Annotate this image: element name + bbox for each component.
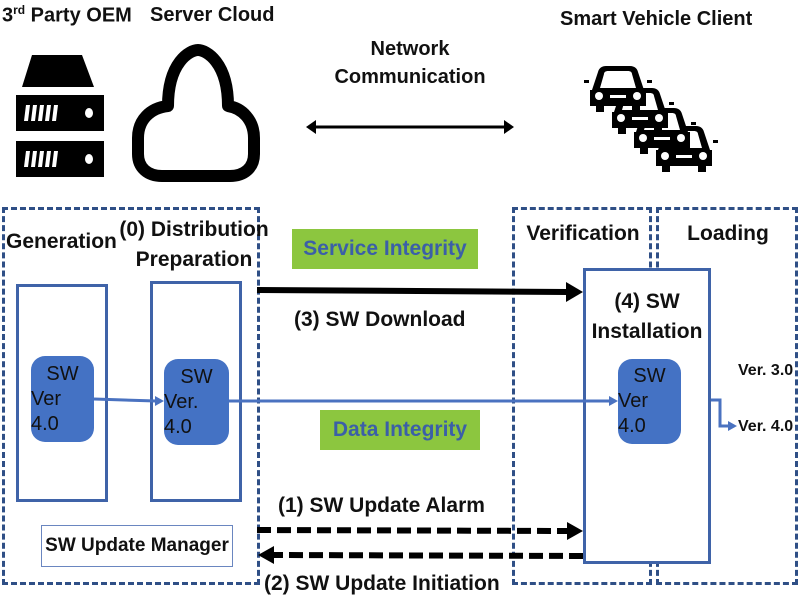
- installation-title-line2: Installation: [591, 320, 703, 343]
- generation-box: [16, 284, 108, 502]
- phase-loading: Loading: [687, 222, 769, 245]
- sw-chip-generation: SW Ver 4.0: [31, 356, 94, 442]
- cloud-icon: [132, 44, 260, 182]
- phase-generation: Generation: [6, 230, 117, 253]
- installation-title-line1: (4) SW: [614, 290, 680, 313]
- distribution-box: [150, 281, 242, 502]
- oem-label-sup: rd: [13, 3, 26, 17]
- oem-label-prefix: 3: [2, 4, 14, 27]
- service-integrity-tag: Service Integrity: [292, 229, 478, 269]
- loading-version-old: Ver. 3.0: [738, 362, 794, 379]
- phase-distribution-line1: (0) Distribution: [119, 218, 269, 241]
- sw-chip-installation-name: SW: [633, 365, 666, 387]
- sw-chip-distribution: SW Ver. 4.0: [164, 359, 229, 445]
- loading-version-new: Ver. 4.0: [738, 418, 794, 435]
- sw-chip-generation-name: SW: [46, 362, 79, 385]
- flow-label-initiation: (2) SW Update Initiation: [264, 572, 500, 595]
- sw-chip-distribution-version: Ver. 4.0: [164, 390, 199, 438]
- phase-distribution-line2: Preparation: [135, 248, 253, 271]
- network-double-arrow-icon: [306, 120, 514, 134]
- data-integrity-tag: Data Integrity: [320, 410, 480, 450]
- network-label-line1: Network: [370, 38, 450, 60]
- flow-label-alarm: (1) SW Update Alarm: [278, 494, 485, 517]
- sw-chip-installation-version: Ver 4.0: [618, 390, 649, 437]
- sw-chip-installation: SW Ver 4.0: [618, 359, 681, 444]
- sw-chip-generation-version: Ver 4.0: [31, 387, 62, 435]
- installation-box: [583, 268, 711, 564]
- oem-label: 3rd Party OEM: [2, 3, 132, 27]
- server-region: [2, 207, 260, 585]
- flow-label-download: (3) SW Download: [294, 308, 466, 331]
- server-cloud-label: Server Cloud: [150, 4, 275, 26]
- phase-verification: Verification: [526, 222, 640, 245]
- car-fleet-icon: [584, 66, 718, 172]
- sw-chip-distribution-name: SW: [180, 365, 213, 388]
- server-rack-icon: [16, 55, 104, 177]
- network-label-line2: Communication: [334, 66, 486, 88]
- smart-vehicle-label: Smart Vehicle Client: [560, 8, 753, 30]
- sw-update-manager: SW Update Manager: [41, 525, 233, 567]
- oem-label-text: Party OEM: [25, 4, 132, 27]
